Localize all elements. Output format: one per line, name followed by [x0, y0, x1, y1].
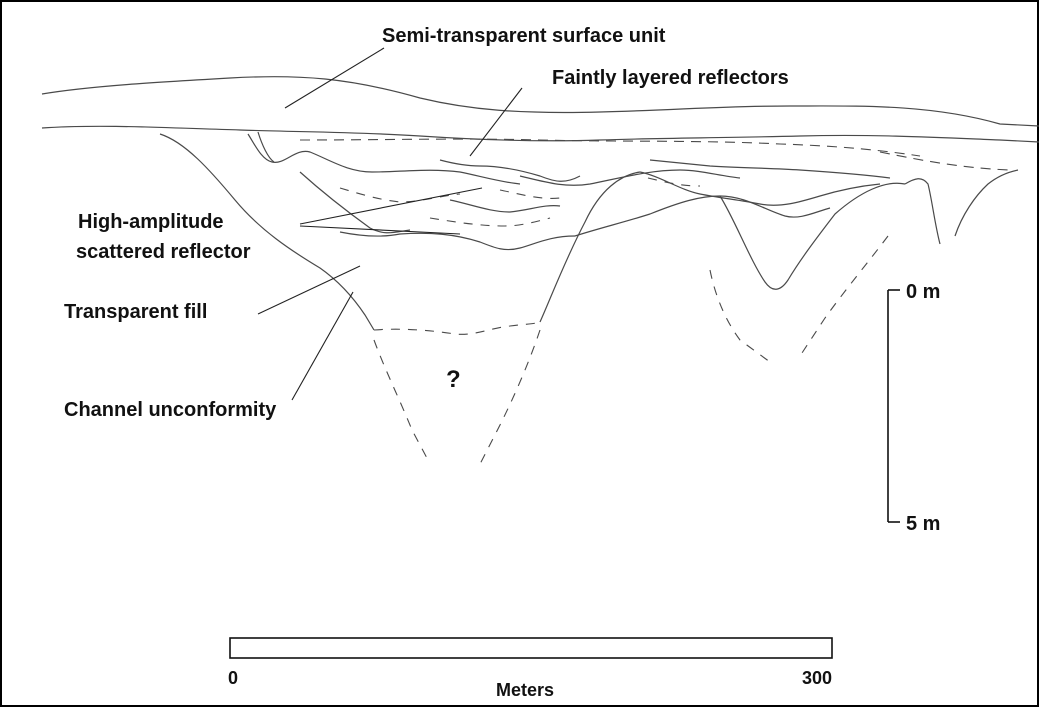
faint-reflector-right	[879, 151, 1011, 171]
leader-transparent-fill	[257, 265, 361, 315]
inner-reflector-4	[449, 199, 561, 213]
right-deep-right	[799, 235, 889, 357]
surface-base-line	[41, 125, 1039, 143]
inner-reflector-7	[639, 171, 881, 206]
label-channel-unconformity: Channel unconformity	[64, 399, 277, 421]
vertical-scale-bottom-label: 5 m	[906, 513, 941, 535]
dashed-reflector-c	[429, 217, 551, 227]
horizontal-scale-title: Meters	[496, 680, 555, 700]
label-transparent-fill: Transparent fill	[64, 301, 208, 323]
channel-dashed-reflectors	[339, 177, 889, 469]
label-question-mark: ?	[446, 366, 461, 393]
surface-top-line	[41, 76, 1039, 127]
channel-unconformity-lines	[159, 131, 1019, 331]
horizontal-scale-bar	[229, 637, 833, 659]
vertical-scale-top-label: 0 m	[906, 281, 941, 303]
top-left-notch	[257, 131, 275, 163]
right-channel-wall	[719, 182, 906, 290]
leader-high-amp-2	[299, 225, 461, 235]
label-surface-unit: Semi-transparent surface unit	[382, 25, 666, 47]
channel-floor-dashed	[373, 321, 541, 335]
leader-faint-reflectors	[469, 87, 523, 157]
surface-unit-lines	[41, 76, 1039, 143]
leader-channel-unconformity	[291, 291, 354, 401]
vertical-scale-bar	[887, 289, 900, 523]
label-faint-reflectors: Faintly layered reflectors	[552, 67, 789, 89]
inner-reflector-5	[519, 169, 741, 186]
deep-channel-right	[477, 329, 541, 469]
deep-channel-left	[373, 339, 429, 461]
right-channel-notch	[904, 178, 941, 245]
leader-lines	[257, 47, 523, 401]
dashed-reflector-a	[339, 187, 461, 203]
dashed-reflector-d	[647, 177, 701, 187]
channel-floor-solid	[539, 171, 641, 323]
right-channel-edge	[954, 169, 1019, 237]
mid-right-wiggle	[649, 159, 891, 179]
horizontal-scale-left-label: 0	[228, 668, 239, 688]
leader-high-amp-1	[299, 187, 483, 225]
label-high-amp-line2: scattered reflector	[76, 241, 251, 263]
label-high-amp-line1: High-amplitude	[78, 211, 224, 233]
dashed-reflector-b	[499, 189, 561, 199]
leader-surface-unit	[284, 47, 385, 109]
faint-reflector-upper	[299, 138, 921, 157]
inner-reflector-2	[299, 171, 411, 234]
channel-left-wall	[159, 133, 375, 331]
faint-reflector-dashes	[299, 138, 1011, 171]
inner-reflector-1	[247, 133, 521, 185]
inner-reflector-6	[574, 195, 831, 237]
right-deep-left	[709, 269, 771, 363]
horizontal-scale-right-label: 300	[802, 668, 833, 688]
mid-upper-wiggle	[439, 159, 581, 182]
inner-reflector-3	[339, 231, 576, 251]
